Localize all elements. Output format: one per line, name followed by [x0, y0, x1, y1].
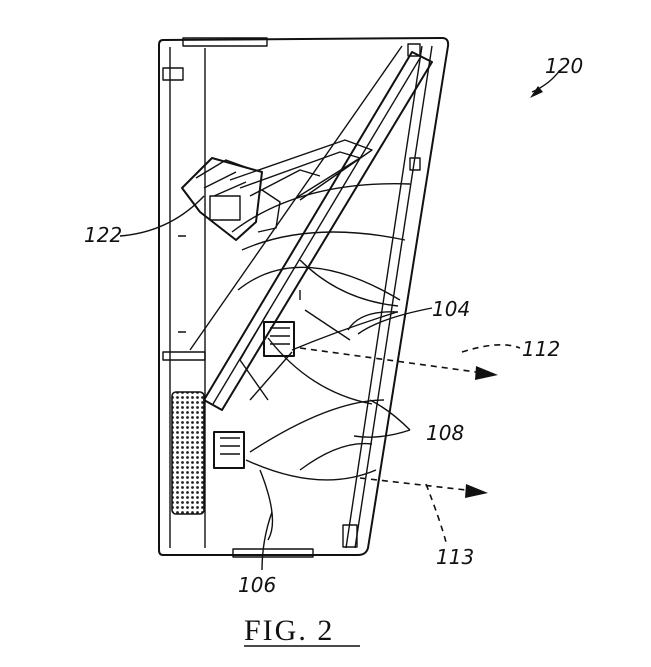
light-source-upper [263, 321, 295, 357]
label-106: 106 [238, 573, 276, 597]
label-122: 122 [84, 223, 122, 247]
label-112: 112 [522, 337, 560, 361]
lamp-board [189, 45, 433, 411]
leader-lines [119, 69, 561, 571]
reflectors [231, 183, 411, 541]
label-104: 104 [432, 297, 470, 321]
light-source-lower [213, 431, 245, 469]
label-120: 120 [545, 54, 583, 78]
ray-112 [299, 344, 521, 380]
label-108: 108 [426, 421, 464, 445]
figure-caption: FIG. 2 [244, 614, 334, 647]
ray-113 [359, 477, 488, 543]
connector [181, 157, 281, 241]
label-113: 113 [436, 545, 474, 569]
grille [171, 391, 205, 515]
housing [158, 37, 450, 558]
